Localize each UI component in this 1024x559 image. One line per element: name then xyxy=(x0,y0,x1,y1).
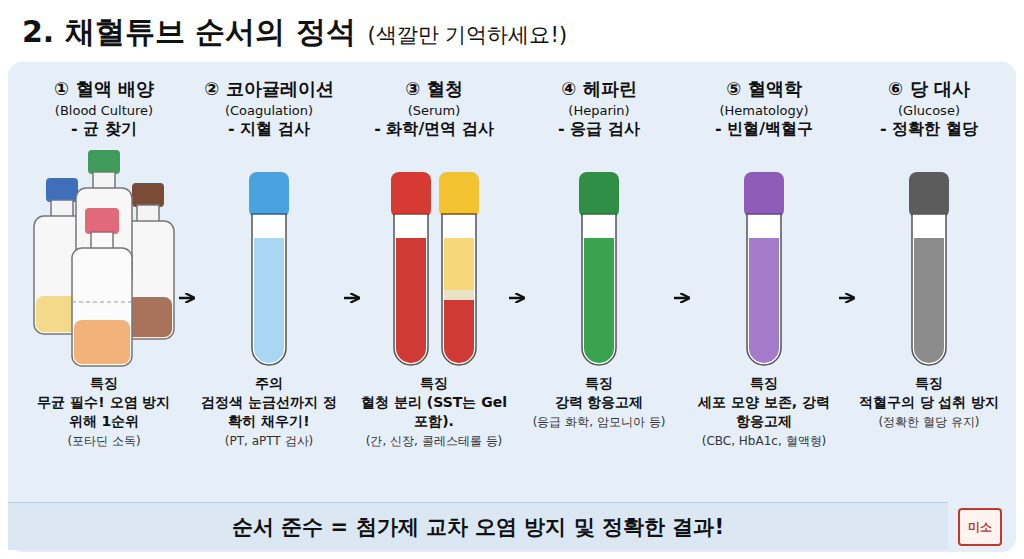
stage-purpose: - 응급 검사 xyxy=(525,119,673,140)
flow-arrow xyxy=(344,297,359,300)
edta-tube xyxy=(744,172,784,365)
stage-heading: ② 코아귤레이션 xyxy=(195,78,343,101)
page-title: 2. 채혈튜브 순서의 정석 xyxy=(22,12,356,53)
stage-features: 특징혈청 분리 (SST는 Gel 포함). (간, 신장, 콜레스테롤 등) xyxy=(360,374,508,449)
feature-note: (정확한 혈당 유지) xyxy=(855,414,1003,430)
feature-heading: 특징 xyxy=(855,374,1003,393)
tube-stage: ③ 혈청 (Serum)- 화학/면역 검사특징혈청 분리 (SST는 Gel 포… xyxy=(360,78,508,498)
flow-arrow xyxy=(839,297,854,300)
stage-purpose: - 균 찾기 xyxy=(30,119,178,140)
stage-heading: ⑥ 당 대사 xyxy=(855,78,1003,101)
feature-text: 강력 항응고제 xyxy=(525,393,673,412)
tube-stage: ⑤ 혈액학 (Hematology)- 빈혈/백혈구특징세포 모양 보존, 강력 … xyxy=(690,78,838,498)
serum-tube xyxy=(391,172,431,365)
feature-text: 검정색 눈금선까지 정확히 채우기! xyxy=(195,393,343,431)
subtitle-note: (색깔만 기억하세요!) xyxy=(368,21,567,49)
english-name: (Blood Culture) xyxy=(30,103,178,120)
tube-stage: ④ 헤파린 (Heparin)- 응급 검사특징강력 항응고제 (응급 화학, 암모… xyxy=(525,78,673,498)
stage-header: ③ 혈청 (Serum)- 화학/면역 검사 xyxy=(360,78,508,140)
glucose-tube xyxy=(909,172,949,365)
sst-tube xyxy=(439,172,479,365)
feature-heading: 주의 xyxy=(195,374,343,393)
watermark-stamp: 미소 xyxy=(958,508,1002,546)
english-name: (Hematology) xyxy=(690,103,838,120)
english-name: (Serum) xyxy=(360,103,508,120)
feature-text: 세포 모양 보존, 강력 항응고제 xyxy=(690,393,838,431)
feature-text: 적혈구의 당 섭취 방지 xyxy=(855,393,1003,412)
stage-purpose: - 빈혈/백혈구 xyxy=(690,119,838,140)
stage-purpose: - 정확한 혈당 xyxy=(855,119,1003,140)
english-name: (Coagulation) xyxy=(195,103,343,120)
stage-header: ⑤ 혈액학 (Hematology)- 빈혈/백혈구 xyxy=(690,78,838,140)
stage-features: 특징적혈구의 당 섭취 방지 (정확한 혈당 유지) xyxy=(855,374,1003,430)
feature-note: (간, 신장, 콜레스테롤 등) xyxy=(360,433,508,449)
stage-features: 특징세포 모양 보존, 강력 항응고제 (CBC, HbA1c, 혈액형) xyxy=(690,374,838,449)
stage-header: ⑥ 당 대사 (Glucose)- 정확한 혈당 xyxy=(855,78,1003,140)
feature-text: 무균 필수! 오염 방지 위해 1순위 xyxy=(30,393,178,431)
stage-features: 특징무균 필수! 오염 방지 위해 1순위 (포타딘 소독) xyxy=(30,374,178,449)
flow-arrow xyxy=(509,297,524,300)
flow-arrow xyxy=(674,297,689,300)
stage-header: ② 코아귤레이션 (Coagulation)- 지혈 검사 xyxy=(195,78,343,140)
feature-note: (응급 화학, 암모니아 등) xyxy=(525,414,673,430)
english-name: (Heparin) xyxy=(525,103,673,120)
feature-heading: 특징 xyxy=(360,374,508,393)
feature-note: (포타딘 소독) xyxy=(30,433,178,449)
stage-features: 주의검정색 눈금선까지 정확히 채우기! (PT, aPTT 검사) xyxy=(195,374,343,449)
english-name: (Glucose) xyxy=(855,103,1003,120)
culture-bottle xyxy=(72,208,132,366)
stage-heading: ③ 혈청 xyxy=(360,78,508,101)
stage-heading: ① 혈액 배양 xyxy=(30,78,178,101)
stage-purpose: - 화학/면역 검사 xyxy=(360,119,508,140)
feature-heading: 특징 xyxy=(690,374,838,393)
stage-header: ④ 헤파린 (Heparin)- 응급 검사 xyxy=(525,78,673,140)
title-row: 2. 채혈튜브 순서의 정석 (색깔만 기억하세요!) xyxy=(22,12,567,53)
flow-arrow xyxy=(179,297,194,300)
feature-heading: 특징 xyxy=(525,374,673,393)
tube-stage: ② 코아귤레이션 (Coagulation)- 지혈 검사주의검정색 눈금선까지 … xyxy=(195,78,343,498)
stage-heading: ⑤ 혈액학 xyxy=(690,78,838,101)
feature-note: (CBC, HbA1c, 혈액형) xyxy=(690,433,838,449)
feature-text: 혈청 분리 (SST는 Gel 포함). xyxy=(360,393,508,431)
feature-heading: 특징 xyxy=(30,374,178,393)
stage-purpose: - 지혈 검사 xyxy=(195,119,343,140)
tube-stage: ⑥ 당 대사 (Glucose)- 정확한 혈당특징적혈구의 당 섭취 방지 (정확… xyxy=(855,78,1003,498)
summary-text: 순서 준수 = 첨가제 교차 오염 방지 및 정확한 결과! xyxy=(232,513,724,541)
stage-heading: ④ 헤파린 xyxy=(525,78,673,101)
stage-features: 특징강력 항응고제 (응급 화학, 암모니아 등) xyxy=(525,374,673,430)
heparin-tube xyxy=(579,172,619,365)
feature-note: (PT, aPTT 검사) xyxy=(195,433,343,449)
coagulation-tube xyxy=(249,172,289,365)
tube-stage: ① 혈액 배양 (Blood Culture)- 균 찾기특징무균 필수! 오염 … xyxy=(30,78,178,498)
summary-band: 순서 준수 = 첨가제 교차 오염 방지 및 정확한 결과! xyxy=(8,502,948,550)
stage-header: ① 혈액 배양 (Blood Culture)- 균 찾기 xyxy=(30,78,178,140)
